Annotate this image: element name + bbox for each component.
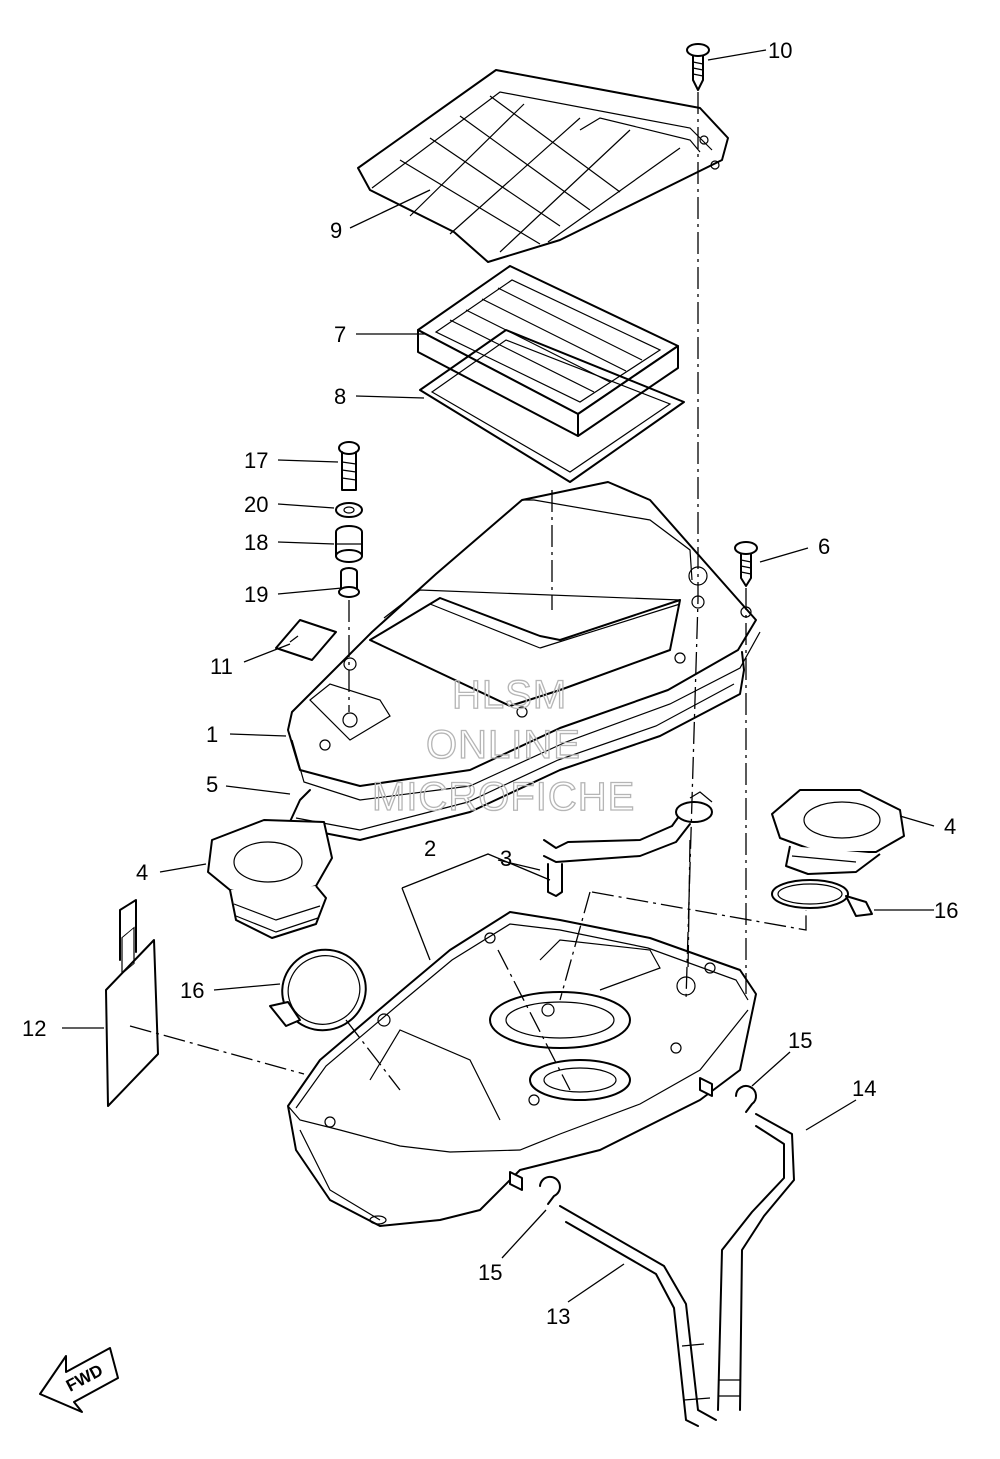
part-7-filter-element[interactable] — [417, 265, 679, 437]
callout-9: 9 — [330, 218, 342, 243]
callout-20: 20 — [244, 492, 268, 517]
watermark-line-1: HLSM — [452, 673, 567, 717]
part-5-case-gasket[interactable] — [287, 651, 745, 841]
callout-2: 2 — [424, 836, 436, 861]
part-1-air-filter-case-upper[interactable] — [287, 481, 761, 801]
callout-14: 14 — [852, 1076, 876, 1101]
callout-19: 19 — [244, 582, 268, 607]
callout-3: 3 — [500, 846, 512, 871]
callout-17: 17 — [244, 448, 268, 473]
part-16-clamp-left[interactable] — [269, 938, 377, 1042]
callout-5: 5 — [206, 772, 218, 797]
callout-12: 12 — [22, 1016, 46, 1041]
part-12-label[interactable] — [105, 899, 159, 1107]
watermark: HLSM ONLINE MICROFICHE — [371, 672, 635, 819]
part-3-breather-pipe[interactable] — [543, 791, 713, 897]
assembly-line-joint-left — [345, 1019, 401, 1091]
assembly-line-label-12 — [129, 1025, 305, 1075]
part-16-clamp-right[interactable] — [771, 879, 873, 917]
part-4-intake-joint-right[interactable] — [771, 789, 905, 875]
part-6-screw[interactable] — [734, 541, 758, 587]
assembly-line-pipe-down — [687, 839, 691, 971]
callout-4-left: 4 — [136, 860, 148, 885]
part-9-air-filter-cover[interactable] — [357, 69, 729, 263]
callout-10: 10 — [768, 38, 792, 63]
fwd-direction-arrow: FWD — [39, 1347, 119, 1413]
assembly-line-pipe — [591, 891, 807, 931]
callout-7: 7 — [334, 322, 346, 347]
callout-18: 18 — [244, 530, 268, 555]
part-2-air-filter-case-lower[interactable] — [287, 911, 757, 1227]
part-10-screw[interactable] — [686, 43, 710, 91]
part-19-collar[interactable] — [338, 567, 360, 598]
part-20-washer[interactable] — [335, 502, 363, 518]
callout-11: 11 — [210, 654, 233, 679]
callout-6: 6 — [818, 534, 830, 559]
callout-8: 8 — [334, 384, 346, 409]
callout-1: 1 — [206, 722, 218, 747]
callout-16-left: 16 — [180, 978, 204, 1003]
part-13-drain-hose[interactable] — [559, 1205, 717, 1427]
callout-4-right: 4 — [944, 814, 956, 839]
assembly-line-screw-10 — [685, 92, 699, 1001]
callout-13: 13 — [546, 1304, 570, 1329]
callout-16-right: 16 — [934, 898, 958, 923]
part-8-filter-seal[interactable] — [419, 329, 685, 483]
callouts: 10 9 7 8 17 20 18 19 11 1 5 6 4 4 2 3 16… — [22, 38, 958, 1329]
callout-15-lower: 15 — [478, 1260, 502, 1285]
part-15-clip-lower[interactable] — [509, 1171, 561, 1205]
part-18-grommet[interactable] — [335, 525, 363, 563]
watermark-line-2: ONLINE — [426, 723, 581, 767]
part-14-drain-hose[interactable] — [717, 1113, 795, 1411]
leader-lines — [62, 49, 935, 1303]
callout-15-right: 15 — [788, 1028, 812, 1053]
watermark-line-3: MICROFICHE — [372, 775, 635, 819]
part-17-bolt[interactable] — [338, 441, 360, 491]
part-4-intake-joint-left[interactable] — [207, 819, 333, 939]
assembly-line-upper — [559, 891, 591, 1001]
part-11-label[interactable] — [275, 619, 337, 661]
part-15-clip-right[interactable] — [699, 1077, 757, 1113]
assembly-line-case — [497, 949, 571, 1091]
